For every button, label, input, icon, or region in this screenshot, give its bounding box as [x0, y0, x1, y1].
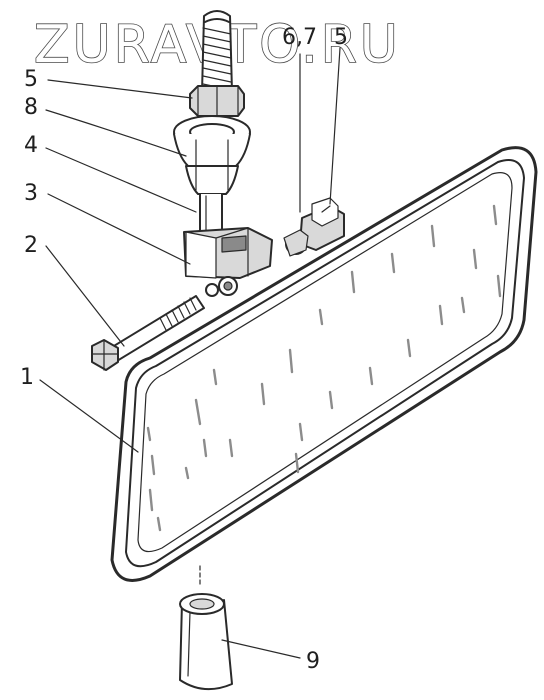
- callout-8: 8: [24, 95, 38, 120]
- clamp: [283, 197, 345, 257]
- leader-lines: [39, 47, 341, 659]
- glass-glare: [146, 204, 502, 532]
- callout-9: 9: [306, 649, 320, 674]
- screw: [91, 295, 205, 371]
- callout-3: 3: [24, 181, 38, 206]
- callout-5-left: 5: [24, 67, 38, 92]
- callout-5-right: 5: [334, 25, 348, 50]
- bracket: [183, 227, 273, 297]
- callout-2: 2: [24, 233, 38, 258]
- callout-4: 4: [24, 133, 38, 158]
- nut: [189, 85, 245, 117]
- mirror: [110, 146, 538, 582]
- callout-1: 1: [20, 365, 34, 390]
- callout-6-7: 6,7: [282, 25, 317, 50]
- mounting-stud: [201, 10, 233, 93]
- tube: [179, 565, 233, 691]
- bushing: [173, 115, 251, 195]
